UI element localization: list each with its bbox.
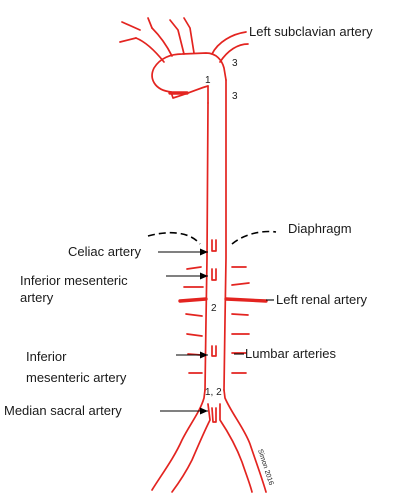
superior-mesenteric-stub <box>212 269 216 280</box>
iliac-bifurcation <box>152 390 266 492</box>
median-sacral-stub <box>212 408 216 422</box>
right-renal-artery <box>180 299 206 301</box>
left-renal-artery <box>226 299 266 301</box>
label-celiac: Celiac artery <box>68 244 141 259</box>
label-inferior-mesenteric-1a: Inferior mesenteric <box>20 273 128 288</box>
marker-3-lower: 3 <box>232 91 238 102</box>
marker-2: 2 <box>211 303 217 314</box>
label-left-subclavian: Left subclavian artery <box>249 24 373 39</box>
marker-1-2: 1, 2 <box>205 387 222 398</box>
label-inferior-mesenteric-2a: Inferior <box>26 349 67 364</box>
inferior-mesenteric-stub <box>212 346 216 356</box>
label-lumbar: Lumbar arteries <box>245 346 337 361</box>
descending-aorta <box>205 80 226 390</box>
brachiocephalic-trunk <box>120 18 172 62</box>
marker-3-upper: 3 <box>232 58 238 69</box>
label-left-renal: Left renal artery <box>276 292 368 307</box>
diaphragm-right-dash <box>232 232 276 245</box>
label-median-sacral: Median sacral artery <box>4 403 122 418</box>
diaphragm-left-dash <box>148 233 200 244</box>
marker-1: 1 <box>205 75 211 86</box>
celiac-stub <box>212 240 216 251</box>
label-inferior-mesenteric-2b: mesenteric artery <box>26 370 127 385</box>
label-inferior-mesenteric-1b: artery <box>20 290 54 305</box>
left-common-carotid <box>170 18 194 54</box>
label-diaphragm: Diaphragm <box>288 221 352 236</box>
